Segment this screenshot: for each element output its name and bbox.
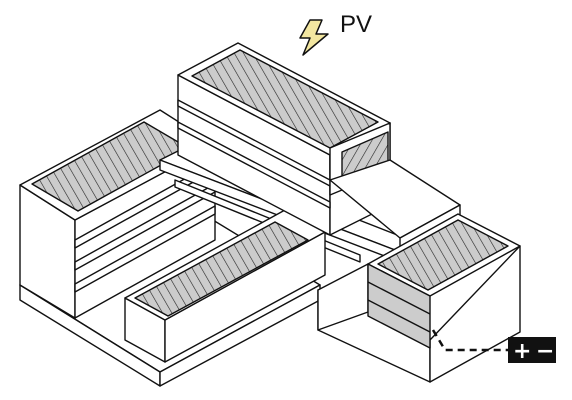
middle-roof-pv-panel	[134, 221, 309, 317]
right-building	[317, 213, 521, 383]
lightning-bolt-icon	[299, 19, 329, 56]
facade-pv-panel-right	[367, 263, 431, 349]
battery-cable	[431, 329, 510, 352]
battery-plus-label: +	[513, 339, 531, 364]
right-roof-pv-panel	[377, 219, 509, 291]
tall-upper-building	[177, 42, 461, 249]
battery-minus-label: −	[536, 339, 554, 364]
tall-roof-pv-panel	[191, 49, 379, 149]
pv-label: PV	[340, 11, 372, 38]
battery-icon: + −	[508, 337, 556, 364]
low-middle-wing	[124, 209, 326, 363]
